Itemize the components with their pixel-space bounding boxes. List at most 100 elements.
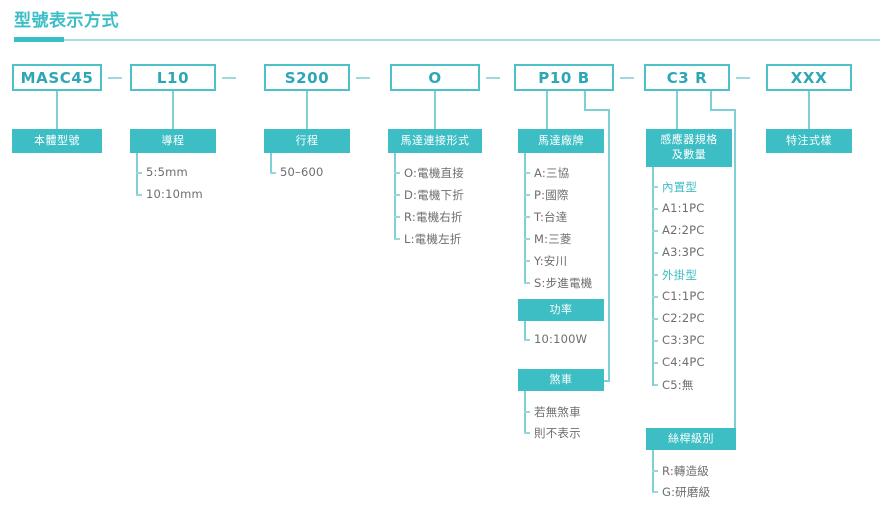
option-sensor-c1: C1:1PC — [662, 289, 705, 303]
list-tick — [524, 216, 530, 218]
list-spine-motor-brand — [524, 153, 526, 283]
group-label-screw-grade: 絲桿級別 — [646, 428, 736, 450]
option-screw-r: R:轉造級 — [662, 464, 710, 478]
group-label-brake: 煞車 — [518, 369, 604, 391]
code-box-stroke[interactable]: S200 — [264, 64, 350, 91]
list-tick — [652, 340, 658, 342]
list-spine-lead — [136, 153, 138, 195]
code-box-lead[interactable]: L10 — [130, 64, 216, 91]
option-brake-line-1: 若無煞車 — [534, 405, 581, 419]
group-label-body-model: 本體型號 — [12, 129, 102, 153]
option-stroke-range: 50–600 — [280, 165, 324, 179]
option-mount-l: L:電機左折 — [404, 232, 462, 246]
list-tick — [524, 282, 530, 284]
group-label-power: 功率 — [518, 299, 604, 321]
list-tick — [652, 186, 658, 188]
separator-dash-1 — [108, 77, 122, 79]
code-box-custom[interactable]: XXX — [766, 64, 852, 91]
connector-motor-brand — [546, 91, 548, 129]
group-label-sensor: 感應器規格 及數量 — [646, 129, 732, 167]
option-lead-5: 5:5mm — [146, 165, 188, 179]
list-tick — [652, 230, 658, 232]
list-tick — [652, 470, 658, 472]
option-brand-a: A:三協 — [534, 166, 570, 180]
list-tick — [394, 194, 400, 196]
code-box-body-model[interactable]: MASC45 — [12, 64, 102, 91]
list-tick — [652, 252, 658, 254]
list-tick — [524, 432, 530, 434]
connector-custom — [808, 91, 810, 129]
option-screw-g: G:研磨級 — [662, 485, 711, 499]
option-brand-t: T:台達 — [534, 210, 568, 224]
list-tick — [524, 238, 530, 240]
connector-brake-drop — [608, 109, 610, 382]
list-tick — [136, 172, 142, 174]
option-sensor-c4: C4:4PC — [662, 355, 705, 369]
connector-brake-stub — [584, 91, 586, 111]
connector-motor-mount — [434, 91, 436, 129]
list-tick — [394, 238, 400, 240]
list-tick — [136, 194, 142, 196]
list-tick — [524, 339, 530, 341]
connector-screw-elbow — [710, 109, 736, 111]
option-power-10: 10:100W — [534, 332, 588, 346]
list-tick — [524, 411, 530, 413]
list-tick — [652, 318, 658, 320]
group-label-motor-brand: 馬達廠牌 — [518, 129, 604, 153]
separator-dash-6 — [736, 77, 750, 79]
option-brand-s: S:步進電機 — [534, 276, 593, 290]
page-title: 型號表示方式 — [14, 11, 119, 31]
list-tick — [652, 274, 658, 276]
option-brand-p: P:國際 — [534, 188, 569, 202]
connector-lead — [172, 91, 174, 129]
code-box-motor-mount[interactable]: O — [390, 64, 480, 91]
separator-dash-5 — [620, 77, 634, 79]
list-tick — [652, 362, 658, 364]
list-tick — [652, 384, 658, 386]
list-tick — [394, 216, 400, 218]
separator-dash-2 — [222, 77, 236, 79]
list-tick — [394, 172, 400, 174]
option-mount-o: O:電機直接 — [404, 166, 464, 180]
separator-dash-3 — [356, 77, 370, 79]
option-sensor-c5: C5:無 — [662, 378, 694, 392]
option-sensor-a1: A1:1PC — [662, 201, 705, 215]
header-rule-accent — [14, 37, 64, 42]
group-label-custom: 特注式樣 — [766, 129, 852, 153]
list-tick — [652, 208, 658, 210]
option-sensor-a2: A2:2PC — [662, 223, 705, 237]
group-label-motor-mount: 馬達連接形式 — [388, 129, 482, 153]
list-spine-power — [524, 321, 526, 340]
connector-screw-drop — [734, 109, 736, 441]
separator-dash-4 — [486, 77, 500, 79]
group-label-stroke: 行程 — [264, 129, 350, 153]
option-brand-m: M:三菱 — [534, 232, 572, 246]
option-mount-d: D:電機下折 — [404, 188, 464, 202]
connector-screw-stub — [710, 91, 712, 111]
connector-body-model — [56, 91, 58, 129]
option-brand-y: Y:安川 — [534, 254, 568, 268]
list-tick — [652, 296, 658, 298]
option-sensor-builtin-heading: 內置型 — [662, 180, 698, 194]
list-tick — [524, 194, 530, 196]
list-spine-motor-mount — [394, 153, 396, 239]
option-lead-10: 10:10mm — [146, 187, 203, 201]
option-mount-r: R:電機右折 — [404, 210, 463, 224]
option-sensor-a3: A3:3PC — [662, 245, 705, 259]
option-sensor-c3: C3:3PC — [662, 333, 705, 347]
option-sensor-c2: C2:2PC — [662, 311, 705, 325]
list-tick — [524, 172, 530, 174]
list-spine-sensor — [652, 167, 654, 363]
connector-brake-elbow — [584, 109, 610, 111]
list-spine-stroke — [270, 153, 272, 173]
connector-stroke — [306, 91, 308, 129]
list-tick — [524, 260, 530, 262]
code-box-sensor[interactable]: C3 R — [644, 64, 730, 91]
list-tick — [270, 172, 276, 174]
code-box-motor-brand[interactable]: P10 B — [514, 64, 614, 91]
header-rule-light — [14, 39, 880, 41]
option-brake-line-2: 則不表示 — [534, 426, 581, 440]
connector-sensor — [676, 91, 678, 129]
list-tick — [652, 491, 658, 493]
group-label-lead: 導程 — [130, 129, 216, 153]
